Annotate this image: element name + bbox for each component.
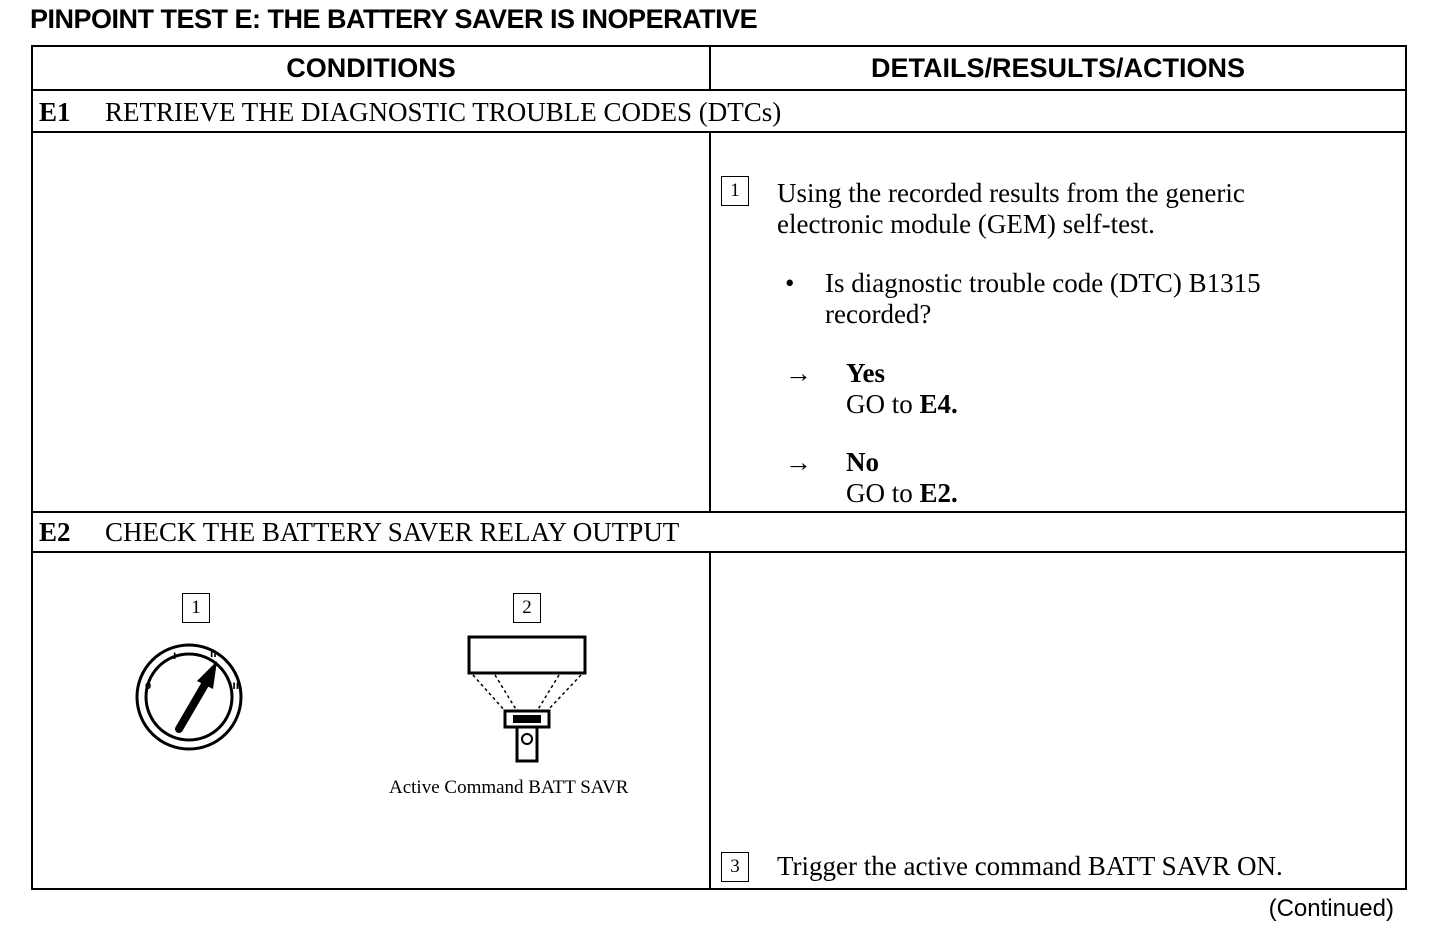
ignition-switch-icon: 0 I II III: [135, 643, 243, 751]
column-header-conditions: CONDITIONS: [286, 53, 456, 83]
ignition-position-label: III: [229, 682, 239, 692]
figure-caption: Active Command BATT SAVR: [389, 777, 629, 798]
divider: [33, 89, 1405, 91]
section-title: RETRIEVE THE DIAGNOSTIC TROUBLE CODES (D…: [105, 97, 782, 127]
section-header-e1: E1 RETRIEVE THE DIAGNOSTIC TROUBLE CODES …: [39, 97, 781, 128]
arrow-icon: →: [785, 447, 812, 477]
section-code: E1: [39, 97, 71, 127]
divider: [33, 551, 1405, 553]
divider: [709, 133, 711, 511]
section-header-e2: E2 CHECK THE BATTERY SAVER RELAY OUTPUT: [39, 517, 679, 548]
ignition-position-label: 0: [145, 682, 151, 692]
result-no: No GO to E2.: [846, 447, 958, 508]
ignition-position-label: I: [173, 652, 176, 662]
ignition-position-label: II: [210, 650, 217, 660]
figure-number-box: 2: [513, 593, 541, 623]
arrow-icon: →: [785, 358, 812, 388]
bullet: •: [785, 268, 795, 298]
step-text: Trigger the active command BATT SAVR ON.: [777, 851, 1283, 881]
figure-number-box: 1: [182, 593, 210, 623]
step-number-box: 1: [721, 176, 749, 206]
pinpoint-test-table: CONDITIONS DETAILS/RESULTS/ACTIONS E1 RET…: [31, 45, 1407, 890]
continued-label: (Continued): [1268, 895, 1394, 922]
result-yes: Yes GO to E4.: [846, 358, 958, 419]
divider: [709, 47, 711, 91]
divider: [33, 131, 1405, 133]
column-header-details: DETAILS/RESULTS/ACTIONS: [870, 53, 1245, 83]
section-title: CHECK THE BATTERY SAVER RELAY OUTPUT: [105, 517, 680, 547]
section-code: E2: [39, 517, 71, 547]
goto-link-e2: E2.: [919, 478, 958, 508]
divider: [33, 511, 1405, 513]
step-text: Using the recorded results from the gene…: [777, 178, 1245, 239]
step-number-box: 3: [721, 852, 749, 882]
page-title: PINPOINT TEST E: THE BATTERY SAVER IS IN…: [30, 4, 758, 34]
divider: [709, 553, 711, 890]
goto-link-e4: E4.: [919, 389, 958, 419]
scan-tool-icon: [467, 635, 587, 763]
question-text: Is diagnostic trouble code (DTC) B1315 r…: [825, 268, 1261, 329]
